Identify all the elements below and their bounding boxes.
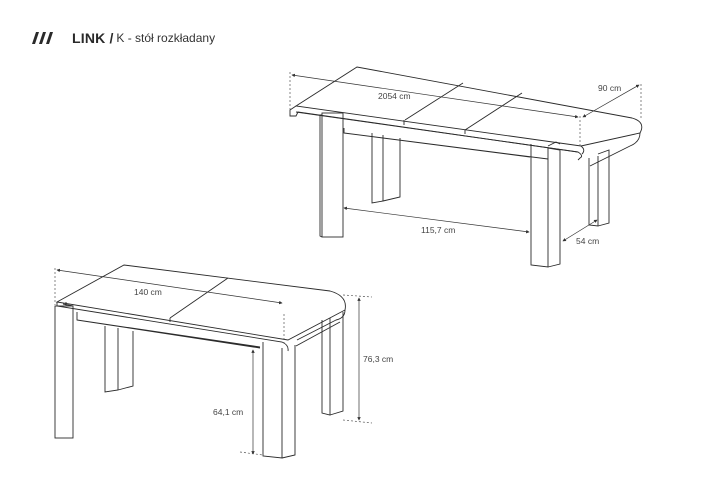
extended-leg-span-label: 115,7 cm: [421, 225, 455, 235]
title-separator: /: [109, 30, 114, 46]
extended-depth-label: 90 cm: [598, 83, 621, 93]
compact-length-label: 140 cm: [134, 287, 162, 297]
extended-table-drawing: [289, 66, 643, 268]
compact-height-label: 76,3 cm: [363, 354, 393, 364]
extended-length-label: 2054 cm: [378, 91, 411, 101]
extended-leg-depth-label: 54 cm: [576, 236, 599, 246]
compact-clearance-label: 64,1 cm: [213, 407, 243, 417]
page-header: LINK / K - stół rozkładany: [32, 28, 215, 48]
compact-table-drawing: [54, 264, 373, 459]
product-subtitle: K - stół rozkładany: [116, 31, 216, 45]
triple-slash-logo-icon: [32, 32, 53, 44]
product-name: LINK: [72, 30, 106, 46]
